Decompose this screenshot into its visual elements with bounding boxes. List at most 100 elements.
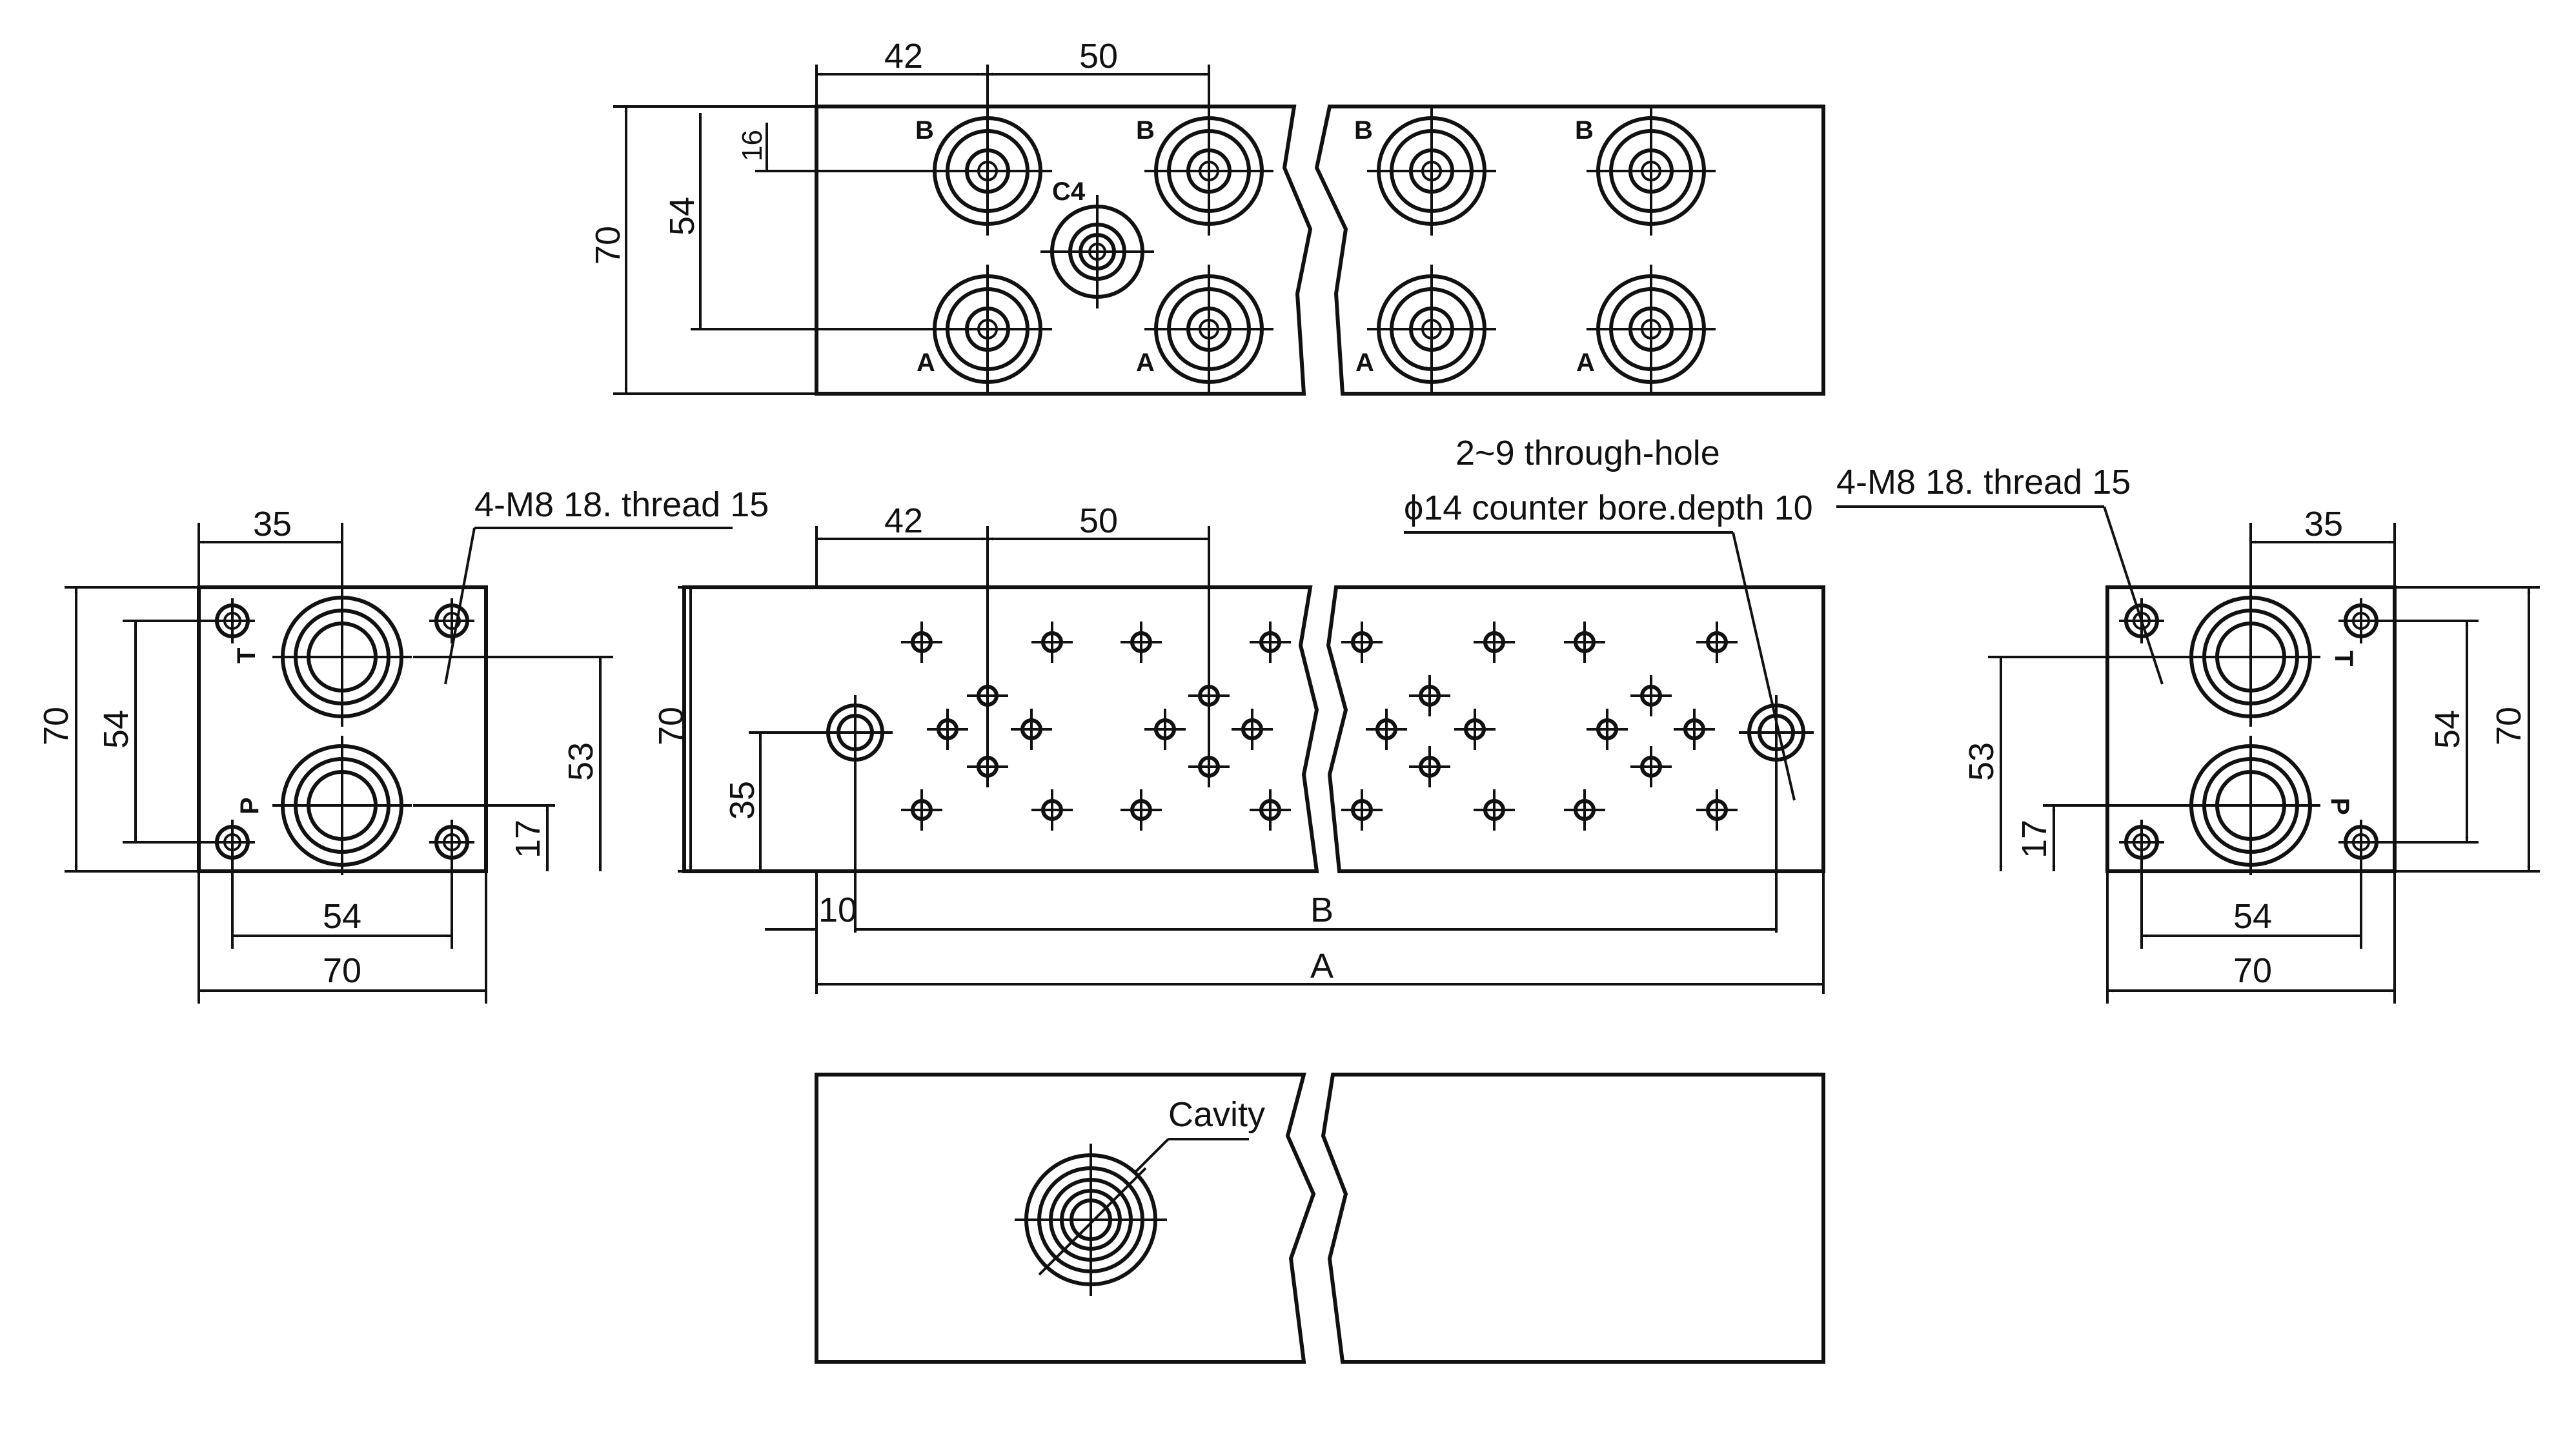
thread-note: 4-M8 18. thread 15: [1836, 463, 2131, 501]
cavity-label: Cavity: [1168, 1095, 1265, 1134]
dim-53: 53: [562, 742, 600, 781]
top-view-outline-right: [1314, 105, 1825, 396]
top-view-outline-left: [815, 105, 1313, 396]
right-port-t: [2181, 587, 2320, 727]
mounting-hole: [1696, 622, 1738, 663]
dim-b: B: [1310, 891, 1334, 929]
through-hole-note-line2: ϕ14 counter bore.depth 10: [1404, 489, 1813, 527]
top-view: B B B B A A A A C4 42 50 70 54 16: [589, 37, 1825, 396]
dim-35: 35: [723, 781, 762, 820]
mounting-hole: [1121, 622, 1162, 663]
mounting-hole: [1696, 789, 1738, 831]
dim-10: 10: [818, 891, 857, 929]
label-b: B: [915, 116, 934, 145]
top-port-b3: [1367, 106, 1496, 236]
mounting-holes: [901, 622, 1738, 831]
bottom-view-outline-left: [815, 1073, 1316, 1364]
label-c4: C4: [1052, 177, 1086, 206]
mounting-hole: [1587, 709, 1628, 750]
left-bolt-hole: [210, 598, 255, 643]
right-port-p: [2181, 736, 2320, 875]
dim-53: 53: [1962, 742, 2001, 781]
dim-17: 17: [2015, 820, 2054, 858]
mounting-hole: [1341, 789, 1383, 831]
top-port-a4: [1587, 265, 1716, 394]
right-bolt-hole: [2119, 820, 2164, 865]
dim-54: 54: [97, 710, 136, 749]
dim-42: 42: [884, 501, 923, 540]
mounting-hole: [927, 709, 968, 750]
bottom-view-outline-right: [1321, 1073, 1825, 1364]
mounting-hole: [1250, 622, 1291, 663]
mounting-hole: [1144, 709, 1186, 750]
mounting-hole: [1674, 709, 1715, 750]
dim-54-bottom: 54: [323, 897, 361, 936]
mounting-hole: [1474, 789, 1515, 831]
label-b: B: [1354, 116, 1373, 145]
dim-a: A: [1310, 947, 1334, 986]
dim-50: 50: [1079, 37, 1118, 76]
dim-35: 35: [2304, 505, 2343, 543]
front-view: 42 50 70 35 10 B A 2~9 through-hole ϕ14 …: [652, 434, 1825, 994]
bottom-view: Cavity: [815, 1073, 1825, 1364]
dim-70-bottom: 70: [323, 951, 361, 990]
label-p: P: [236, 797, 264, 814]
dim-70: 70: [2490, 707, 2528, 745]
label-p: P: [2326, 798, 2354, 815]
mounting-hole: [1121, 789, 1162, 831]
dim-50: 50: [1079, 501, 1118, 540]
left-bolt-hole: [210, 820, 255, 865]
mounting-hole: [1250, 789, 1291, 831]
left-end-view: T P 4-M8 18. thread 15 35 70 54 53 17 54: [37, 485, 769, 1004]
right-bolt-hole: [2338, 598, 2384, 643]
label-a: A: [1576, 349, 1595, 377]
right-end-view: T P 4-M8 18. thread 15 35 70 54 53 17 54: [1836, 463, 2540, 1004]
through-hole-right: [1739, 695, 1814, 770]
mounting-hole: [1341, 622, 1383, 663]
label-a: A: [1136, 349, 1155, 377]
dim-17: 17: [509, 820, 547, 858]
top-port-a1: [923, 265, 1052, 394]
left-bolt-hole: [429, 820, 474, 865]
front-view-outline-left: [682, 585, 1319, 873]
dim-35: 35: [253, 505, 292, 543]
mounting-hole: [1409, 746, 1450, 787]
label-t: T: [232, 648, 261, 663]
left-port-p: [272, 736, 412, 875]
top-port-a2: [1144, 265, 1273, 394]
left-port-t: [272, 587, 412, 727]
mounting-hole: [1232, 709, 1273, 750]
mounting-hole: [901, 622, 942, 663]
dim-16: 16: [736, 130, 768, 161]
label-a: A: [1355, 349, 1374, 377]
front-view-outline-right: [1326, 585, 1825, 873]
mounting-hole: [1409, 675, 1450, 716]
top-port-c4: [1040, 195, 1154, 308]
through-hole-note-line1: 2~9 through-hole: [1455, 434, 1720, 472]
mounting-hole: [1366, 709, 1407, 750]
top-port-a3: [1367, 265, 1496, 394]
dim-54: 54: [2428, 710, 2467, 749]
mounting-hole: [1630, 746, 1672, 787]
mounting-hole: [1011, 709, 1052, 750]
dim-70: 70: [37, 707, 76, 745]
mounting-hole: [1454, 709, 1496, 750]
top-port-b1: [923, 106, 1052, 236]
top-port-b4: [1587, 106, 1716, 236]
mounting-hole: [901, 789, 942, 831]
left-bolt-hole: [429, 598, 474, 643]
dim-54: 54: [663, 197, 702, 236]
right-bolt-hole: [2338, 820, 2384, 865]
dim-70-bottom: 70: [2233, 951, 2272, 990]
mounting-hole: [1564, 789, 1605, 831]
label-b: B: [1136, 116, 1155, 145]
label-t: T: [2329, 651, 2358, 666]
mounting-hole: [1630, 675, 1672, 716]
dim-42: 42: [884, 37, 923, 76]
thread-note: 4-M8 18. thread 15: [474, 485, 769, 524]
label-a: A: [917, 349, 935, 377]
mounting-hole: [1031, 622, 1073, 663]
mounting-hole: [1474, 622, 1515, 663]
cavity-port: [1015, 1144, 1167, 1296]
